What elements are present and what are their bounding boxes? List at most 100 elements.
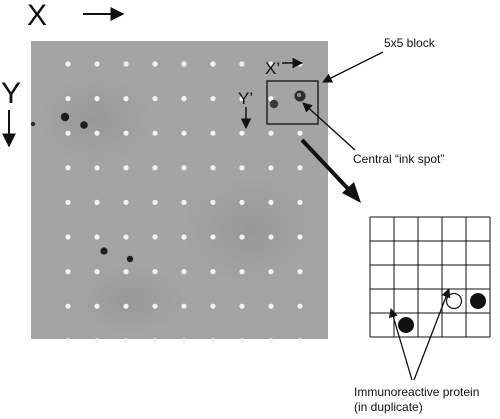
dark-spot <box>80 121 88 129</box>
membrane-spot <box>94 303 100 309</box>
membrane-spot-grid <box>65 61 303 344</box>
membrane-spot <box>297 130 303 136</box>
protein-pointer-left <box>388 308 413 381</box>
zoom-arrowhead <box>342 182 361 203</box>
membrane-spot <box>181 96 187 102</box>
membrane-spot <box>181 303 187 309</box>
membrane-spot <box>297 165 303 171</box>
membrane-spot <box>181 199 187 205</box>
x-prime-label: X’ <box>265 59 280 78</box>
membrane-spot <box>210 234 216 240</box>
membrane-spot <box>94 199 100 205</box>
membrane-spot <box>65 234 71 240</box>
membrane-spot <box>65 303 71 309</box>
membrane-spot <box>65 130 71 136</box>
membrane-blotch <box>75 265 185 335</box>
membrane-spot <box>123 165 129 171</box>
membrane-spot <box>152 303 158 309</box>
membrane-spot <box>65 96 71 102</box>
membrane-spot <box>123 130 129 136</box>
block-outline <box>266 80 319 125</box>
membrane-spot <box>152 199 158 205</box>
membrane-spot <box>123 234 129 240</box>
membrane-spot <box>123 338 129 344</box>
membrane-spot <box>94 96 100 102</box>
membrane-spot <box>94 234 100 240</box>
membrane-spot <box>297 61 303 67</box>
membrane-spot <box>210 303 216 309</box>
membrane-spot <box>152 269 158 275</box>
zoomed-grid-spots <box>398 292 486 333</box>
membrane-image: X’ Y’ <box>30 41 328 344</box>
membrane-spot <box>65 338 71 344</box>
ink-spot-marker <box>445 292 463 310</box>
membrane-spot <box>152 338 158 344</box>
membrane-spot <box>65 165 71 171</box>
dark-spot <box>60 112 70 122</box>
membrane-spot <box>181 130 187 136</box>
x-axis-label: X <box>27 0 47 32</box>
membrane-spot <box>297 199 303 205</box>
block-callout-label: 5x5 block <box>384 36 436 50</box>
membrane-spot <box>297 269 303 275</box>
ink-spot-callout-arrow <box>302 102 356 151</box>
membrane-spot <box>181 165 187 171</box>
membrane-spot <box>268 96 274 102</box>
membrane-spot <box>181 338 187 344</box>
membrane-spot <box>94 61 100 67</box>
membrane-spot <box>94 338 100 344</box>
membrane-spot <box>152 61 158 67</box>
zoomed-grid <box>369 216 491 338</box>
membrane-spot <box>297 234 303 240</box>
zoomed-grid-lines <box>369 216 491 338</box>
protein-spot-marker <box>398 317 414 333</box>
membrane-spot <box>268 338 274 344</box>
membrane-spot <box>210 130 216 136</box>
zoom-arrow <box>300 138 354 195</box>
dark-protein-spots <box>30 90 306 263</box>
membrane-spot <box>239 303 245 309</box>
protein-label-line1: Immunoreactive protein <box>354 385 479 399</box>
membrane-spot <box>268 303 274 309</box>
membrane-spot <box>297 303 303 309</box>
membrane-spot <box>152 130 158 136</box>
membrane-spot <box>181 61 187 67</box>
membrane-spot <box>65 61 71 67</box>
membrane-blotch <box>180 175 320 285</box>
membrane-spot <box>123 61 129 67</box>
membrane-spot <box>210 199 216 205</box>
membrane-spot <box>123 96 129 102</box>
protein-pointer-right <box>413 288 451 381</box>
membrane-spot <box>152 96 158 102</box>
membrane-spot <box>210 338 216 344</box>
membrane-spot <box>94 130 100 136</box>
membrane-spot <box>268 61 274 67</box>
membrane-spot <box>239 130 245 136</box>
protein-label-line2: (in duplicate) <box>354 400 423 414</box>
membrane-spot <box>239 61 245 67</box>
membrane-spot <box>181 269 187 275</box>
y-prime-label: Y’ <box>238 89 253 108</box>
membrane-spot <box>94 269 100 275</box>
membrane-spot <box>65 269 71 275</box>
membrane-spot <box>152 165 158 171</box>
membrane-spot <box>268 130 274 136</box>
membrane-spot <box>239 199 245 205</box>
membrane-spot <box>123 269 129 275</box>
membrane-spot <box>152 234 158 240</box>
dark-spot-highlight <box>297 93 301 97</box>
membrane-spot <box>239 234 245 240</box>
membrane-spot <box>239 96 245 102</box>
dark-spot <box>126 255 134 263</box>
membrane-spot <box>210 165 216 171</box>
membrane-spot <box>268 234 274 240</box>
dark-spot <box>269 99 279 109</box>
membrane-spot <box>268 199 274 205</box>
membrane-spot <box>210 61 216 67</box>
membrane-spot <box>239 338 245 344</box>
membrane-blotch <box>35 75 155 165</box>
membrane-spot <box>268 269 274 275</box>
block-callout-arrow <box>322 51 384 83</box>
